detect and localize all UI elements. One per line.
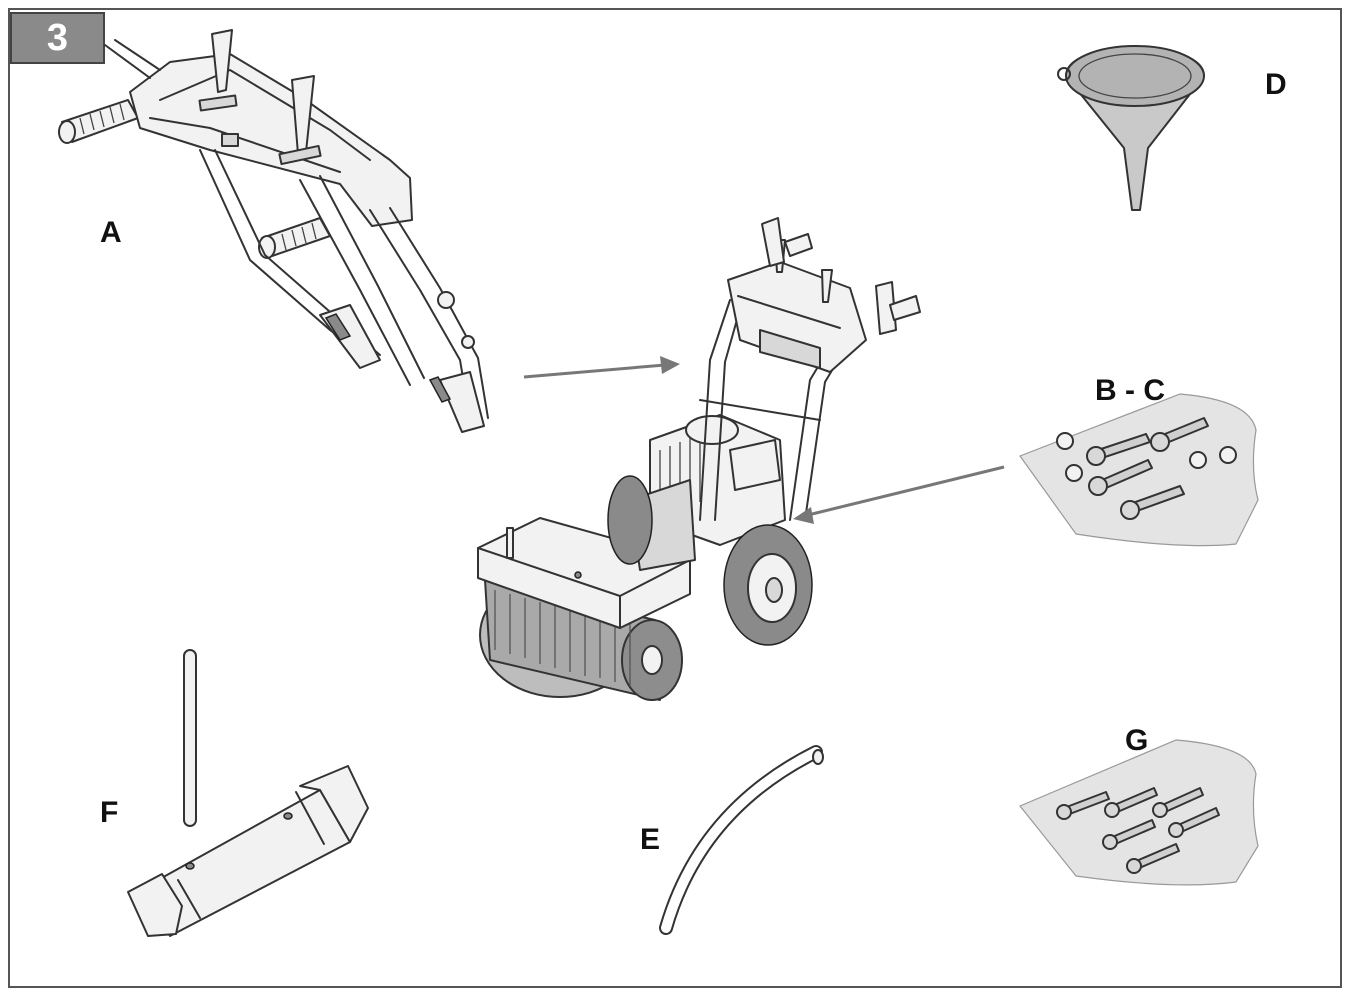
part-label-e: E xyxy=(640,823,661,856)
power-sweeper-icon xyxy=(477,217,921,701)
handlebar-assembly-icon xyxy=(58,29,489,433)
part-label-d: D xyxy=(1265,68,1287,101)
bolt-bag-icon xyxy=(1019,739,1259,886)
part-label-b-c: B - C xyxy=(1095,374,1165,407)
part-label-g: G xyxy=(1125,724,1149,757)
hose-icon xyxy=(659,745,824,935)
assembly-arrow-a xyxy=(523,356,680,379)
spark-plug-wrench-icon xyxy=(127,649,369,937)
part-label-a: A xyxy=(100,216,122,249)
diagram-frame xyxy=(8,8,1342,988)
funnel-icon xyxy=(1057,45,1205,211)
part-label-f: F xyxy=(100,796,119,829)
step-number-badge: 3 xyxy=(10,12,105,64)
bolt-nut-bag-icon xyxy=(1019,393,1259,547)
assembly-arrow-bc xyxy=(793,465,1005,524)
